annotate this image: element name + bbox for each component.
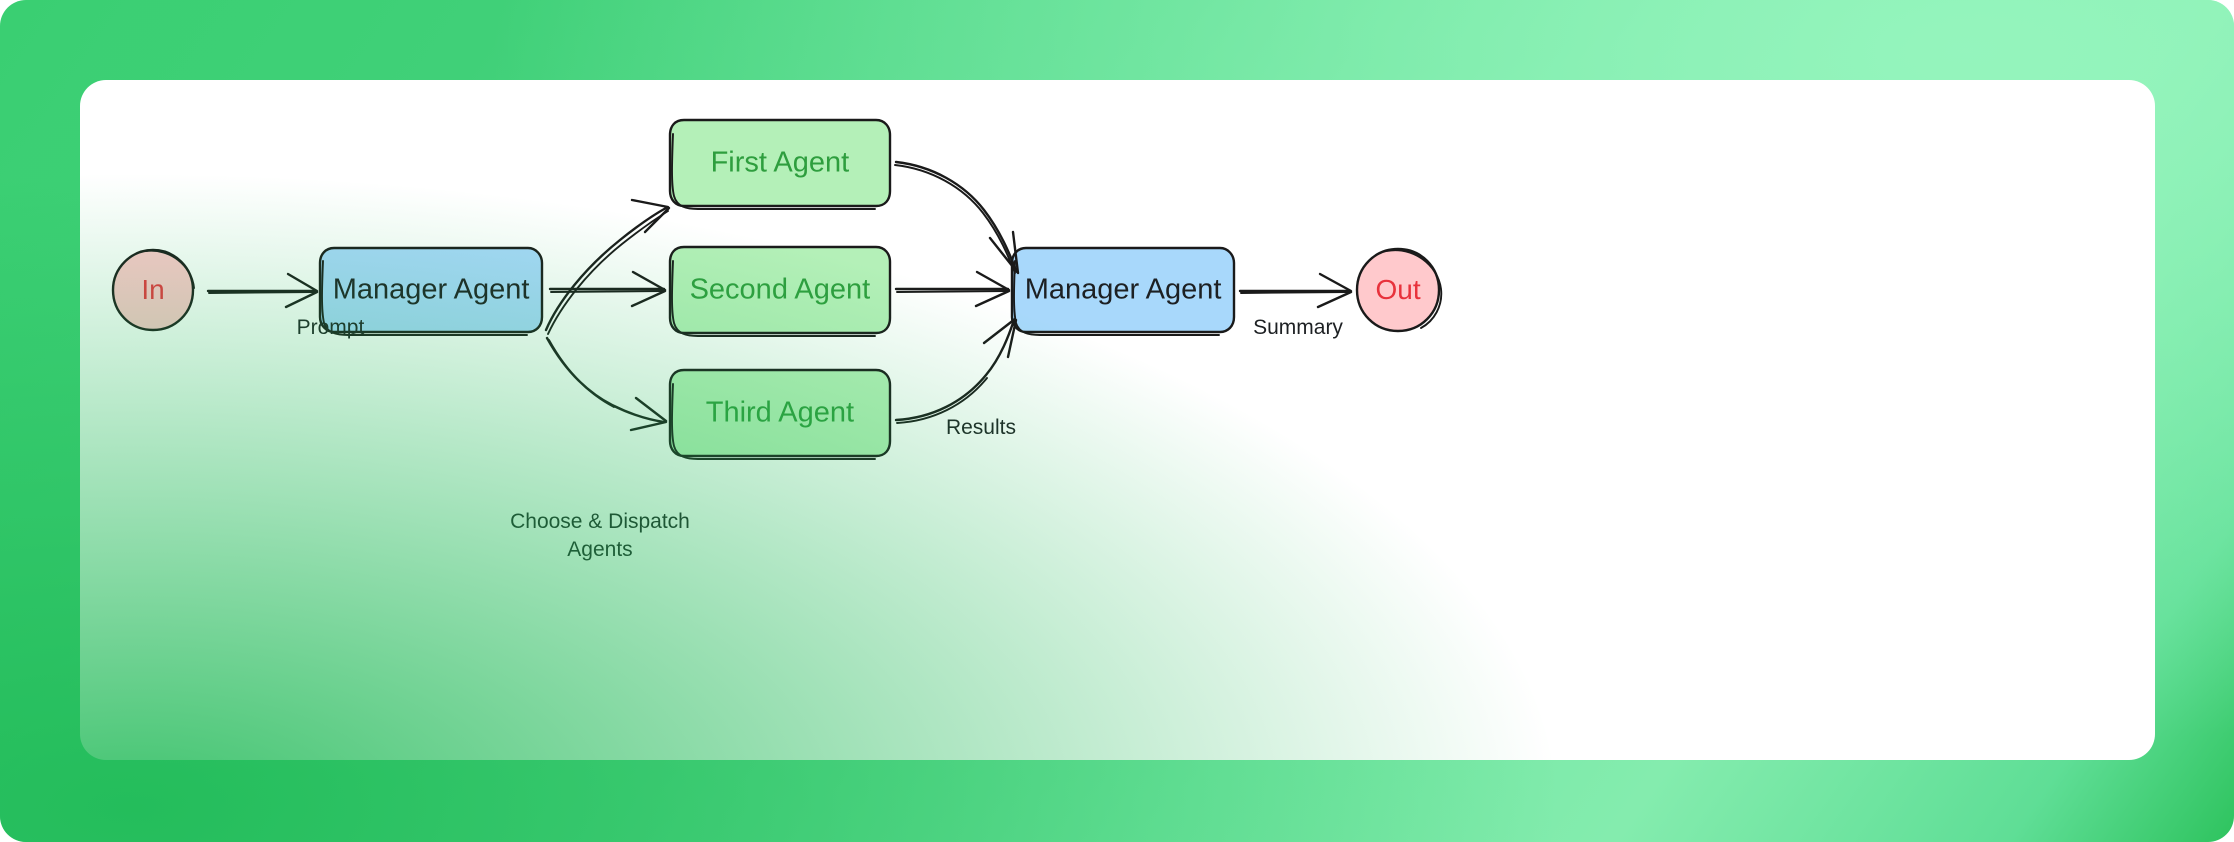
node-third-agent[interactable] <box>668 368 892 460</box>
flowchart: .stk { fill:none; stroke:#1a1a1a; stroke… <box>80 80 2155 760</box>
node-out[interactable] <box>1355 247 1443 333</box>
flowchart-canvas: .stk { fill:none; stroke:#1a1a1a; stroke… <box>111 118 1443 460</box>
edge-third-to-manager <box>894 317 1018 424</box>
edge-manager-to-second <box>548 270 667 308</box>
edge-in-to-manager <box>206 272 319 309</box>
diagram-card: .stk { fill:none; stroke:#1a1a1a; stroke… <box>80 80 2155 760</box>
edge-manager-to-first <box>544 198 671 335</box>
node-second-agent[interactable] <box>668 245 892 337</box>
node-first-agent[interactable] <box>668 118 892 210</box>
node-manager-left[interactable] <box>318 246 544 336</box>
edge-manager-to-out <box>1238 272 1353 309</box>
node-manager-right[interactable] <box>1010 246 1236 336</box>
edge-second-to-manager <box>894 270 1011 308</box>
edge-first-to-manager <box>894 160 1020 275</box>
edge-manager-to-third <box>545 336 668 432</box>
node-in[interactable] <box>111 248 195 332</box>
